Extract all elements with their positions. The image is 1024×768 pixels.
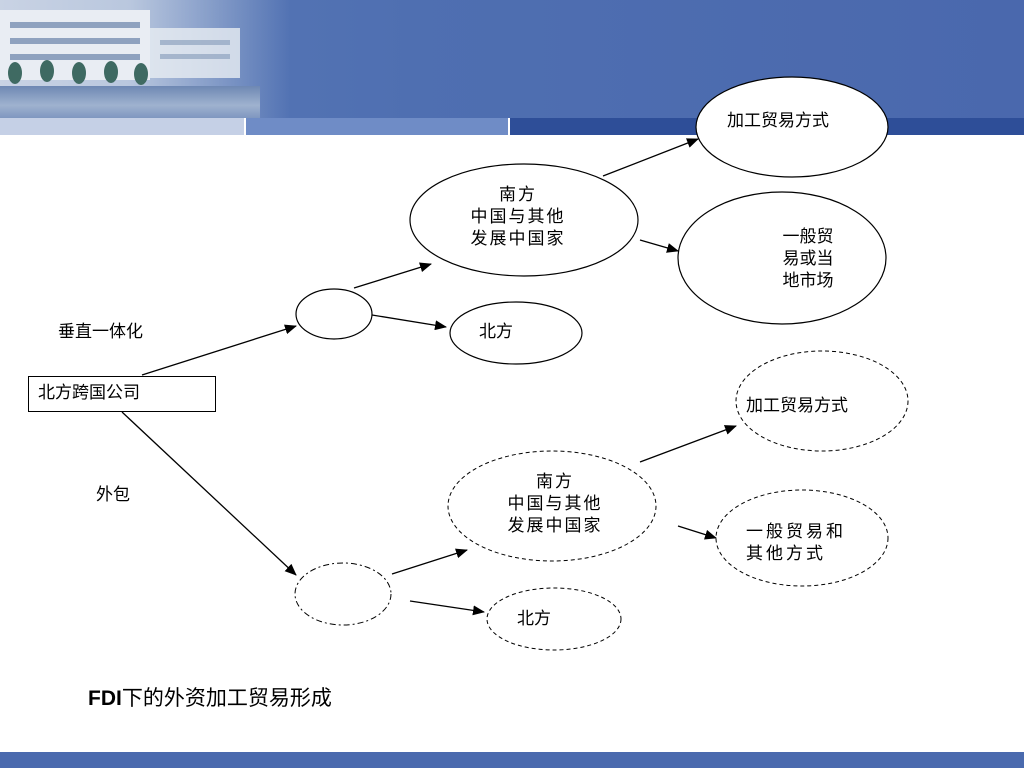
arrow-lower-south-to-general (677, 525, 717, 540)
arrow-lower-hub-to-north (409, 600, 485, 616)
caption-rest: 下的外资加工贸易形成 (121, 686, 332, 710)
upper-processing-ellipse (695, 76, 889, 178)
caption-prefix: FDI (88, 687, 122, 710)
lower-south-label: 南方 中国与其他 发展中国家 (507, 472, 603, 536)
arrow-lower-south-to-processing (639, 425, 737, 463)
slide-caption: FDI下的外资加工贸易形成 (88, 682, 332, 712)
upper-north-label: 北方 (479, 322, 513, 342)
hub-ellipse-upper (295, 288, 373, 340)
upper-south-label: 南方 中国与其他 发展中国家 (470, 185, 566, 249)
hub-ellipse-lower (294, 562, 392, 626)
arrow-root-to-upper-hub (141, 324, 297, 376)
vertical-integration-label: 垂直一体化 (58, 322, 143, 342)
root-company-label: 北方跨国公司 (38, 383, 140, 403)
arrow-root-to-lower-hub (121, 411, 297, 576)
footer-bar (0, 752, 1024, 768)
lower-north-ellipse (486, 587, 622, 651)
arrow-upper-south-to-general (639, 239, 679, 253)
outsourcing-label: 外包 (96, 485, 130, 505)
upper-general-ellipse (677, 191, 887, 325)
upper-processing-label: 加工贸易方式 (727, 111, 829, 131)
campus-photo (0, 0, 290, 118)
lower-north-label: 北方 (517, 609, 551, 629)
lower-general-label: 一般贸易和 其他方式 (746, 522, 846, 564)
arrow-upper-hub-to-north (371, 314, 447, 331)
upper-south-ellipse (409, 163, 639, 277)
header-strip-mid (246, 118, 508, 135)
upper-north-ellipse (449, 301, 583, 365)
header-strip-light (0, 118, 244, 135)
arrow-lower-hub-to-south (391, 548, 468, 575)
root-company-box (28, 376, 216, 412)
upper-general-label: 一般贸 易或当 地市场 (782, 227, 834, 291)
lower-south-ellipse (447, 450, 657, 562)
arrow-upper-hub-to-south (353, 262, 432, 289)
lower-general-ellipse (715, 489, 889, 587)
lower-processing-label: 加工贸易方式 (746, 396, 848, 416)
arrow-upper-south-to-processing (602, 138, 699, 177)
lower-processing-ellipse (735, 350, 909, 452)
